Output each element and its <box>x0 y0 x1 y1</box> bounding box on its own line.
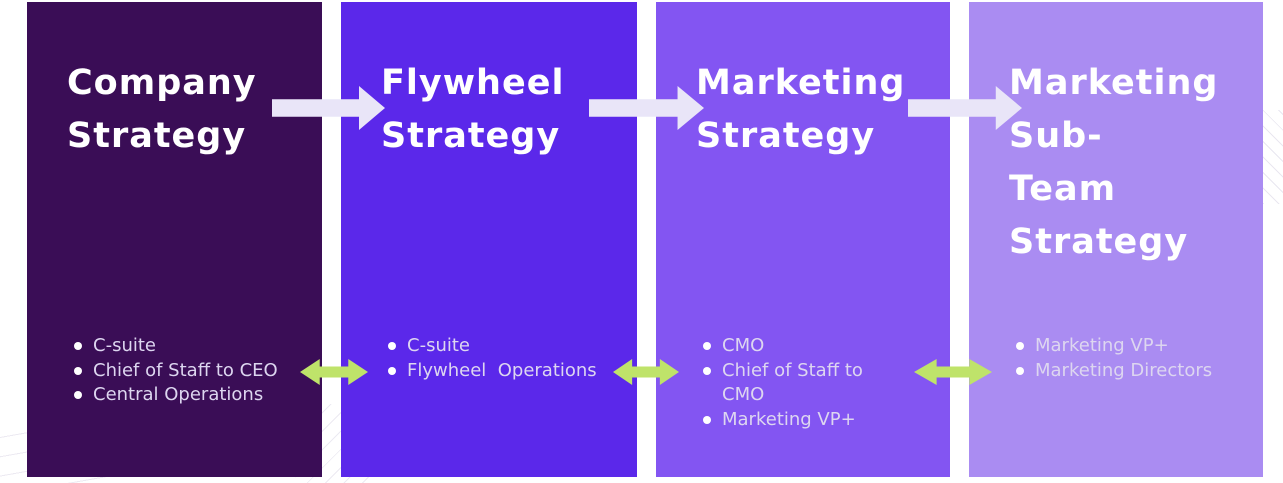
stakeholder-item: Chief of Staff to CEO <box>74 359 320 384</box>
panel-title: Marketing Strategy <box>696 57 938 163</box>
stakeholder-label: Chief of Staff to CMO <box>722 359 863 406</box>
panel-marketing-strategy: Marketing Strategy CMO Chief of Staff to… <box>656 2 950 477</box>
title-line: Marketing <box>1009 63 1219 103</box>
stakeholder-label: Chief of Staff to CEO <box>93 359 278 381</box>
panel-title: Marketing Sub- Team Strategy <box>1009 57 1251 269</box>
panel-company-strategy: Company Strategy C-suite Chief of Staff … <box>27 2 322 477</box>
title-line: Team <box>1009 169 1117 209</box>
stakeholder-label: Central Operations <box>93 384 264 405</box>
title-line: Strategy <box>696 116 876 156</box>
title-line: Marketing <box>696 63 906 103</box>
stakeholder-item: C-suite <box>74 334 320 359</box>
title-line: Company <box>67 63 257 103</box>
stakeholder-label: Flywheel Operations <box>407 359 597 381</box>
stakeholder-list: C-suite Chief of Staff to CEO Central Op… <box>27 334 320 408</box>
stakeholder-list: Marketing VP+ Marketing Directors <box>969 334 1261 383</box>
stakeholder-item: Flywheel Operations <box>388 359 635 384</box>
title-line: Sub- <box>1009 116 1103 156</box>
panel-marketing-sub-team-strategy: Marketing Sub- Team Strategy Marketing V… <box>969 2 1263 477</box>
stakeholder-label: CMO <box>722 335 765 356</box>
stakeholder-label: Marketing VP+ <box>1035 335 1169 356</box>
panel-flywheel-strategy: Flywheel Strategy C-suite Flywheel Opera… <box>341 2 637 477</box>
title-line: Flywheel <box>381 63 565 103</box>
title-line: Strategy <box>381 116 561 156</box>
stakeholder-list: C-suite Flywheel Operations <box>341 334 635 383</box>
stakeholder-label: C-suite <box>93 335 156 356</box>
stakeholder-item: Marketing VP+ <box>703 408 948 433</box>
title-line: Strategy <box>1009 222 1189 262</box>
stakeholder-label: Marketing VP+ <box>722 408 856 430</box>
title-line: Strategy <box>67 116 247 156</box>
panel-title: Company Strategy <box>67 57 310 163</box>
stakeholder-item: Marketing Directors <box>1016 359 1261 384</box>
stakeholder-item: Chief of Staff to CMO <box>703 359 948 408</box>
panel-title: Flywheel Strategy <box>381 57 625 163</box>
stakeholder-label: Marketing Directors <box>1035 359 1213 381</box>
stakeholder-list: CMO Chief of Staff to CMO Marketing VP+ <box>656 334 948 432</box>
stakeholder-label: C-suite <box>407 335 470 356</box>
stakeholder-item: Central Operations <box>74 383 320 408</box>
stakeholder-item: C-suite <box>388 334 635 359</box>
stakeholder-item: Marketing VP+ <box>1016 334 1261 359</box>
stakeholder-item: CMO <box>703 334 948 359</box>
